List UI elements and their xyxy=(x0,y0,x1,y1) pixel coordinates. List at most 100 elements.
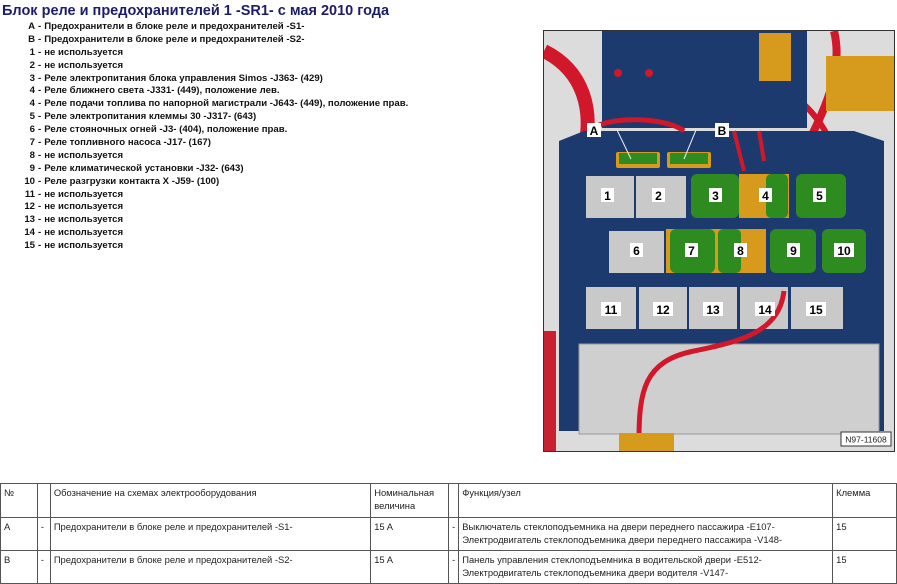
orange-connector xyxy=(826,56,894,111)
slot-label: 6 xyxy=(633,244,640,258)
cell-no: B xyxy=(0,550,38,584)
legend-item: 11-не используется xyxy=(0,189,408,202)
legend-text: Реле электропитания блока управления Sim… xyxy=(44,72,323,84)
legend-text: не используется xyxy=(44,46,124,58)
slot-label: 2 xyxy=(655,189,662,203)
function-line: Электродвигатель стеклоподъемника двери … xyxy=(462,534,783,545)
slot-label: 15 xyxy=(809,303,823,317)
cell-nominal: 15 A xyxy=(370,517,450,551)
legend-key: 3 xyxy=(29,72,35,84)
legend-text: Реле ближнего света -J331- (449), положе… xyxy=(44,85,280,97)
legend-item: 6-Реле стояночных огней -J3- (404), поло… xyxy=(0,124,408,137)
cell-no: A xyxy=(0,517,38,551)
legend-text: Предохранители в блоке реле и предохрани… xyxy=(44,33,305,45)
legend-item: A-Предохранители в блоке реле и предохра… xyxy=(0,21,408,34)
legend-item: B-Предохранители в блоке реле и предохра… xyxy=(0,34,408,47)
pin xyxy=(645,69,653,77)
table-row: B - Предохранители в блоке реле и предох… xyxy=(0,550,897,584)
legend-key: 7 xyxy=(29,137,35,149)
legend-key: 10 xyxy=(24,175,35,187)
legend-text: не используется xyxy=(44,201,124,213)
callout-line-a xyxy=(616,129,632,160)
legend-text: Реле разгрузки контакта X -J59- (100) xyxy=(44,175,220,187)
slot-label: 7 xyxy=(688,244,695,258)
bottom-cover xyxy=(578,343,880,435)
slot-label: 10 xyxy=(837,244,851,258)
cell-dash: - xyxy=(36,550,51,584)
wire xyxy=(732,130,766,172)
legend-text: Предохранители в блоке реле и предохрани… xyxy=(44,21,305,32)
slot-label: 5 xyxy=(816,189,823,203)
legend-key: 2 xyxy=(29,59,35,71)
legend-key: 6 xyxy=(29,124,35,136)
header-function: Функция/узел xyxy=(458,483,834,518)
cell-function: Панель управления стеклоподъемника в вод… xyxy=(458,550,834,584)
legend-text: не используется xyxy=(44,59,124,71)
fuse-b xyxy=(670,153,708,164)
wire xyxy=(636,290,787,442)
slot-label: 12 xyxy=(656,303,670,317)
legend-text: не используется xyxy=(44,240,124,252)
legend-item: 14-не используется xyxy=(0,227,408,240)
slot-label: 4 xyxy=(762,189,769,203)
legend-key: 11 xyxy=(24,188,35,200)
legend-item: 9-Реле климатической установки -J32- (64… xyxy=(0,163,408,176)
callout-line-b xyxy=(683,129,697,160)
legend-item: 10-Реле разгрузки контакта X -J59- (100) xyxy=(0,176,408,189)
legend-key: 12 xyxy=(24,201,35,213)
cell-nominal: 15 A xyxy=(370,550,450,584)
legend-key: 14 xyxy=(24,227,35,239)
cell-dash: - xyxy=(448,550,460,584)
slot-label: 1 xyxy=(604,189,611,203)
legend-item: 5-Реле электропитания клеммы 30 -J317- (… xyxy=(0,111,408,124)
cell-terminal: 15 xyxy=(832,550,897,584)
legend-text: не используется xyxy=(44,227,124,239)
cell-designation: Предохранители в блоке реле и предохрани… xyxy=(49,550,372,584)
callout-b-box xyxy=(715,123,729,137)
slot-label: 8 xyxy=(737,244,744,258)
callout-b: B xyxy=(718,124,727,138)
legend-key: 1 xyxy=(29,46,35,58)
slot-label: 14 xyxy=(758,303,772,317)
header-designation: Обозначение на схемах электрооборудовани… xyxy=(49,483,372,518)
fuse-table: № Обозначение на схемах электрооборудова… xyxy=(0,483,897,584)
header-blank xyxy=(36,483,51,518)
header-blank xyxy=(448,483,460,518)
legend-key: 4 xyxy=(29,98,35,110)
slot-label: 3 xyxy=(712,189,719,203)
page-title: Блок реле и предохранителей 1 -SR1- с ма… xyxy=(2,3,390,19)
relay-4 xyxy=(766,174,788,218)
legend-key: 9 xyxy=(29,162,35,174)
legend-key: B xyxy=(28,33,35,45)
cell-function: Выключатель стеклоподъемника на двери пе… xyxy=(458,517,834,551)
legend-item: 15-не используется xyxy=(0,240,408,253)
pin xyxy=(614,69,622,77)
legend-item: 13-не используется xyxy=(0,214,408,227)
legend-text: не используется xyxy=(44,149,124,161)
cell-dash: - xyxy=(448,517,460,551)
legend-text: не используется xyxy=(44,188,124,200)
legend-key: 4 xyxy=(29,85,35,97)
legend-item: 12-не используется xyxy=(0,201,408,214)
orange-connector xyxy=(759,33,791,81)
fuse-a xyxy=(619,153,657,164)
legend-key: 8 xyxy=(29,149,35,161)
function-line: Панель управления стеклоподъемника в вод… xyxy=(462,554,762,565)
cell-designation: Предохранители в блоке реле и предохрани… xyxy=(49,517,372,551)
header-no: № xyxy=(0,483,38,518)
legend-text: Реле топливного насоса -J17- (167) xyxy=(44,137,211,149)
header-nominal: Номинальная величина xyxy=(370,483,450,518)
legend-item: 2-не используется xyxy=(0,60,408,73)
cell-terminal: 15 xyxy=(832,517,897,551)
legend-key: A xyxy=(28,21,35,32)
relay-8 xyxy=(718,229,741,273)
fuse-box-svg: A B 1 2 3 4 5 6 7 xyxy=(544,31,894,451)
header-terminal: Клемма xyxy=(832,483,897,518)
legend-key: 5 xyxy=(29,111,35,123)
cell-dash: - xyxy=(36,517,51,551)
table-row: A - Предохранители в блоке реле и предох… xyxy=(0,517,897,551)
legend-item: 8-не используется xyxy=(0,150,408,163)
table-header-row: № Обозначение на схемах электрооборудова… xyxy=(0,483,897,518)
callout-a: A xyxy=(590,124,599,138)
function-line: Выключатель стеклоподъемника на двери пе… xyxy=(462,521,775,532)
